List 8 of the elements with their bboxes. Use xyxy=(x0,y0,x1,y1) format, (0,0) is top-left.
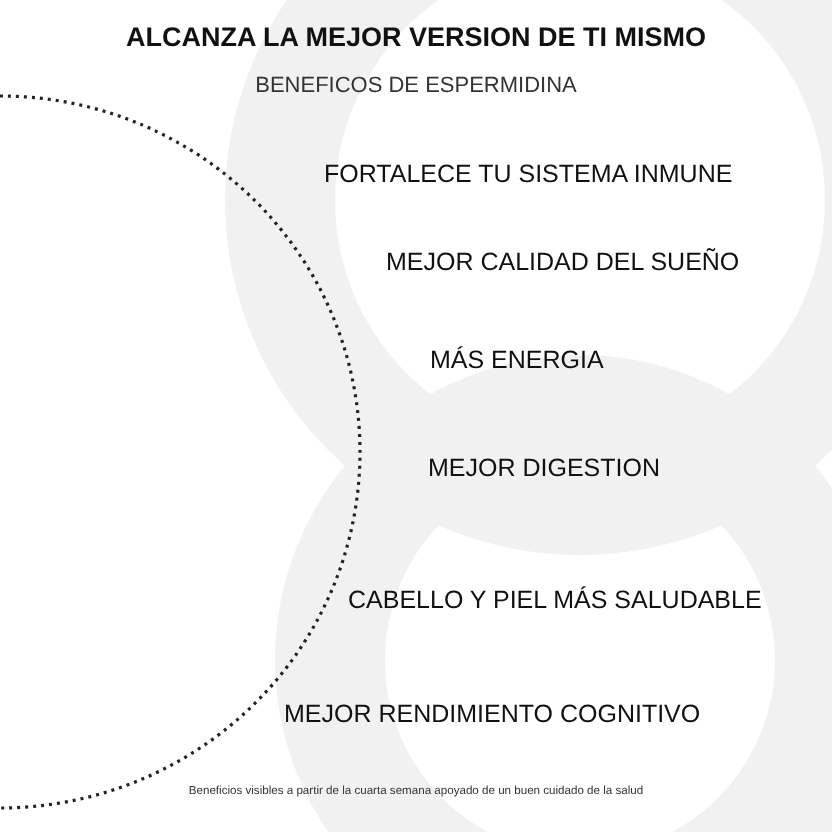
benefit-text: MEJOR CALIDAD DEL SUEÑO xyxy=(386,248,740,276)
title: ALCANZA LA MEJOR VERSION DE TI MISMO xyxy=(123,22,708,52)
benefit-text: MEJOR RENDIMIENTO COGNITIVO xyxy=(284,700,701,728)
benefit-text: MEJOR DIGESTION xyxy=(428,454,660,482)
subtitle: BENEFICOS DE ESPERMIDINA xyxy=(253,74,579,98)
benefit-text: FORTALECE TU SISTEMA INMUNE xyxy=(324,160,733,188)
benefit-text: CABELLO Y PIEL MÁS SALUDABLE xyxy=(348,586,762,614)
benefit-text: MÁS ENERGIA xyxy=(430,346,604,374)
